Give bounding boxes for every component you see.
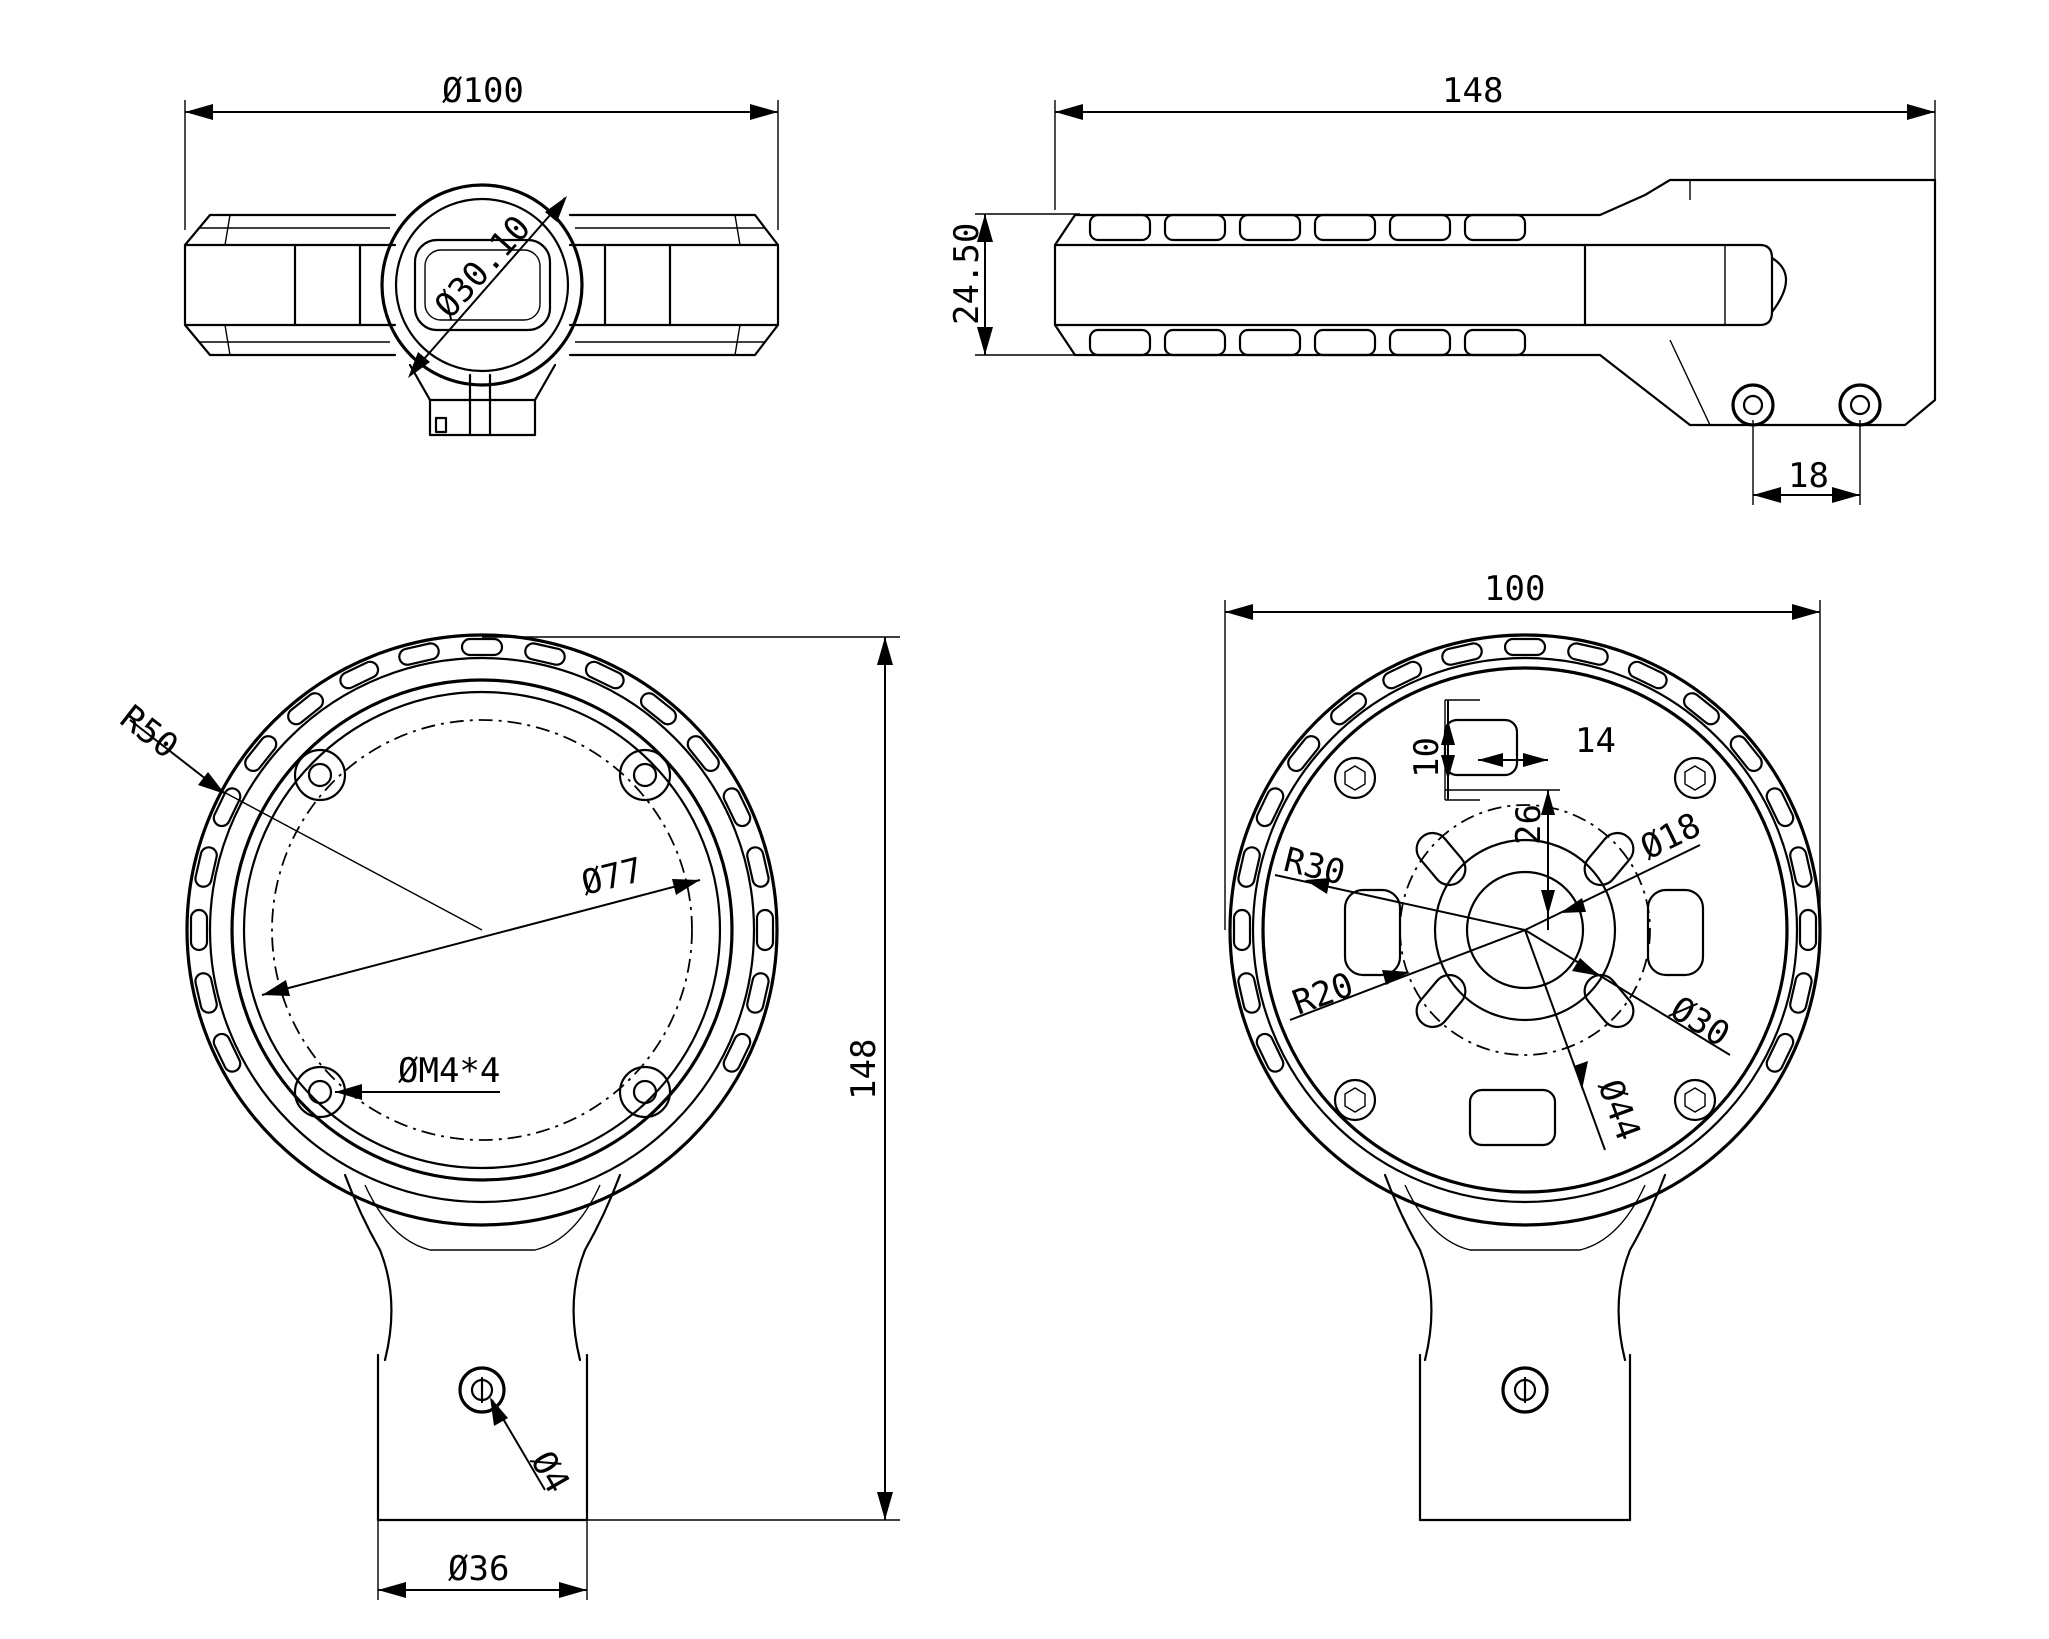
ring-slot	[1441, 642, 1483, 666]
dim-side-hole-spacing: 18	[1788, 456, 1829, 496]
ring-slots	[1232, 637, 1818, 1073]
ring-slot	[1382, 660, 1423, 690]
ring-slot	[1789, 846, 1813, 888]
dim-side-height: 24.50	[947, 223, 987, 325]
ring-slot	[194, 846, 218, 888]
dim-rear-slot-height: 10	[1407, 737, 1447, 778]
dim-rear-slot-width: 14	[1575, 721, 1616, 761]
ring-slot	[1232, 908, 1252, 952]
ring-slot	[1627, 660, 1668, 690]
dim-front-radius: R50	[112, 698, 185, 767]
ring-slot	[1255, 1032, 1285, 1073]
ring-slot	[212, 787, 242, 828]
ring-slot	[639, 692, 677, 726]
ring-slot	[1330, 692, 1368, 726]
ring-slot	[1682, 692, 1720, 726]
ring-slot	[1729, 735, 1763, 773]
ring-slot	[244, 735, 278, 773]
dim-front-stem-hole: Ø4	[522, 1445, 577, 1500]
dim-rear-radius-inner: R20	[1287, 965, 1358, 1024]
side-view: 148 24.50	[947, 71, 1937, 505]
dim-rear-radius-outer: R30	[1280, 840, 1349, 894]
ring-slot	[1789, 972, 1813, 1014]
dim-top-bore: Ø30.10	[427, 208, 539, 326]
top-view: Ø100 Ø30.10	[183, 71, 780, 437]
ring-slot	[1237, 972, 1261, 1014]
dim-front-stem-width: Ø36	[448, 1549, 509, 1589]
ring-slot	[722, 787, 752, 828]
ring-slot	[524, 642, 566, 666]
front-view: R50 Ø77 ØM4*4 148 Ø4 Ø36	[112, 633, 900, 1600]
dim-rear-width: 100	[1484, 569, 1545, 609]
ring-slot	[722, 1032, 752, 1073]
rear-view: 100 10 14 26	[1224, 569, 1822, 1522]
ring-slot	[746, 972, 770, 1014]
ring-slot	[212, 1032, 242, 1073]
dim-side-length: 148	[1442, 71, 1503, 111]
ring-slot	[398, 642, 440, 666]
dim-front-height: 148	[844, 1039, 884, 1100]
ring-slot	[460, 637, 504, 657]
dim-rear-center-circle: Ø30	[1663, 989, 1736, 1055]
ring-slot	[1798, 908, 1818, 952]
ring-slot	[1765, 787, 1795, 828]
ring-slots	[189, 637, 775, 1073]
dim-front-mount-holes: ØM4*4	[398, 1051, 500, 1091]
ring-slot	[189, 908, 209, 952]
ring-slot	[1255, 787, 1285, 828]
ring-slot	[1567, 642, 1609, 666]
ring-slot	[746, 846, 770, 888]
ring-slot	[1765, 1032, 1795, 1073]
ring-slot	[287, 692, 325, 726]
ring-slot	[686, 735, 720, 773]
dim-rear-pattern-circle: Ø44	[1590, 1074, 1649, 1145]
ring-slot	[1287, 735, 1321, 773]
ring-slot	[584, 660, 625, 690]
ring-slot	[1237, 846, 1261, 888]
ring-slot	[339, 660, 380, 690]
dim-top-width: Ø100	[442, 71, 524, 111]
dim-rear-hole: Ø18	[1634, 805, 1707, 868]
dim-rear-slot-offset: 26	[1509, 804, 1549, 845]
ring-slot	[755, 908, 775, 952]
ring-slot	[194, 972, 218, 1014]
ring-slot	[1503, 637, 1547, 657]
